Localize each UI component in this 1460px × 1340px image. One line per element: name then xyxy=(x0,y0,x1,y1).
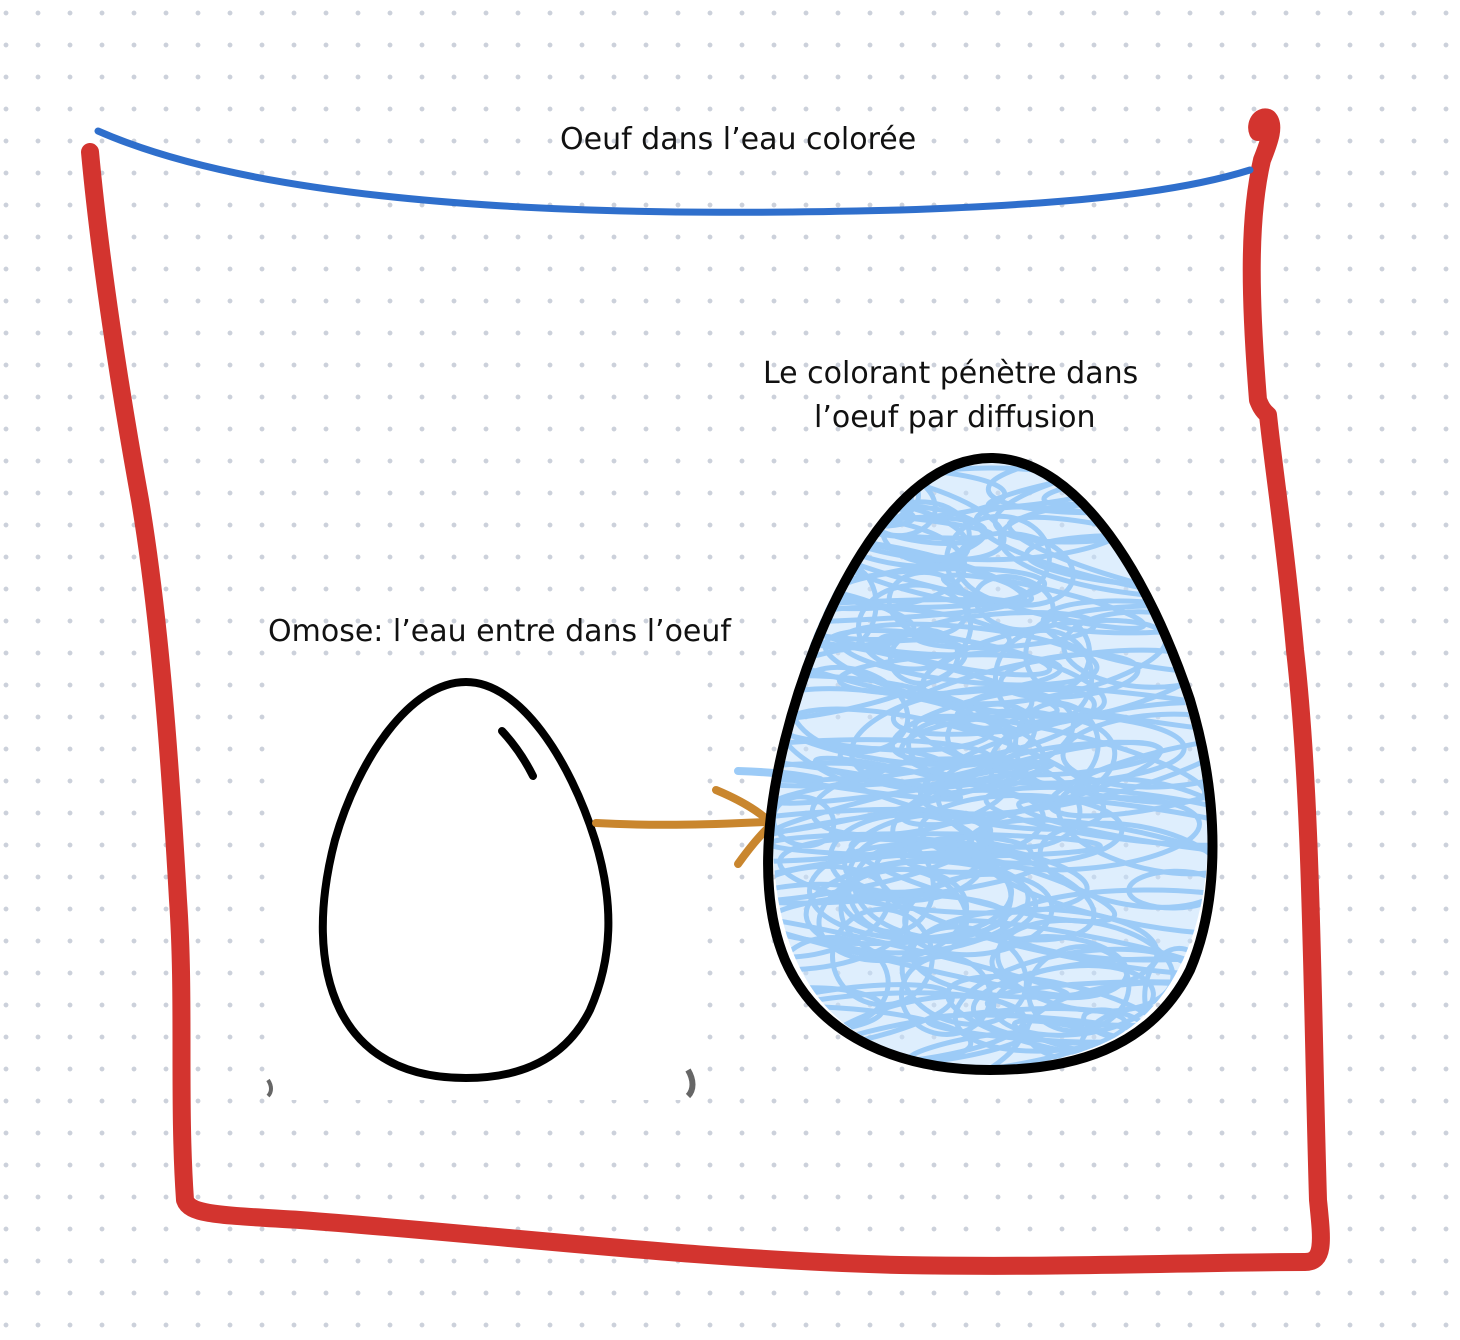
arrow-icon xyxy=(592,786,776,868)
scribble-loop xyxy=(1126,868,1208,911)
scribble-loop xyxy=(966,817,1208,937)
scribble-loop xyxy=(1047,734,1208,819)
scribble-loop xyxy=(887,627,961,686)
image-edge-mark-right xyxy=(685,1068,696,1099)
scribble-loop xyxy=(989,934,1130,1001)
scribble-loop xyxy=(772,881,909,973)
scribble-loop xyxy=(1017,684,1208,740)
scribble-loop xyxy=(830,906,935,1008)
scribble-loop xyxy=(802,460,921,526)
container-frame-stroke xyxy=(81,108,1330,1275)
scribble-loop xyxy=(899,834,1034,875)
diffusion-label-line-2: l’oeuf par diffusion xyxy=(814,400,1096,435)
image-edge-mark-left xyxy=(266,1078,273,1098)
scribble-loop xyxy=(1037,820,1208,910)
scribble-loop xyxy=(772,673,997,753)
scribble-loop xyxy=(772,637,968,722)
scribble-loop xyxy=(954,530,1076,608)
small-egg-icon xyxy=(318,677,613,1083)
scribble-loop xyxy=(877,632,1053,678)
scribble-loop xyxy=(772,831,1103,859)
dye-scribble-left-stroke xyxy=(734,767,824,784)
scribble-loop xyxy=(983,784,1208,848)
dye-scribble xyxy=(772,460,1208,1067)
scribble-loop xyxy=(952,918,1208,977)
scribble-loop xyxy=(838,866,970,963)
diffusion-label-line-1: Le colorant pénètre dans xyxy=(763,356,1139,391)
osmosis-label: Omose: l’eau entre dans l’oeuf xyxy=(268,614,731,649)
water-surface-line xyxy=(94,127,1254,216)
scribble-loop xyxy=(837,621,1100,688)
big-egg-outline xyxy=(763,452,1218,1076)
title-label: Oeuf dans l’eau colorée xyxy=(560,122,917,157)
scribble-loop xyxy=(772,892,1009,947)
